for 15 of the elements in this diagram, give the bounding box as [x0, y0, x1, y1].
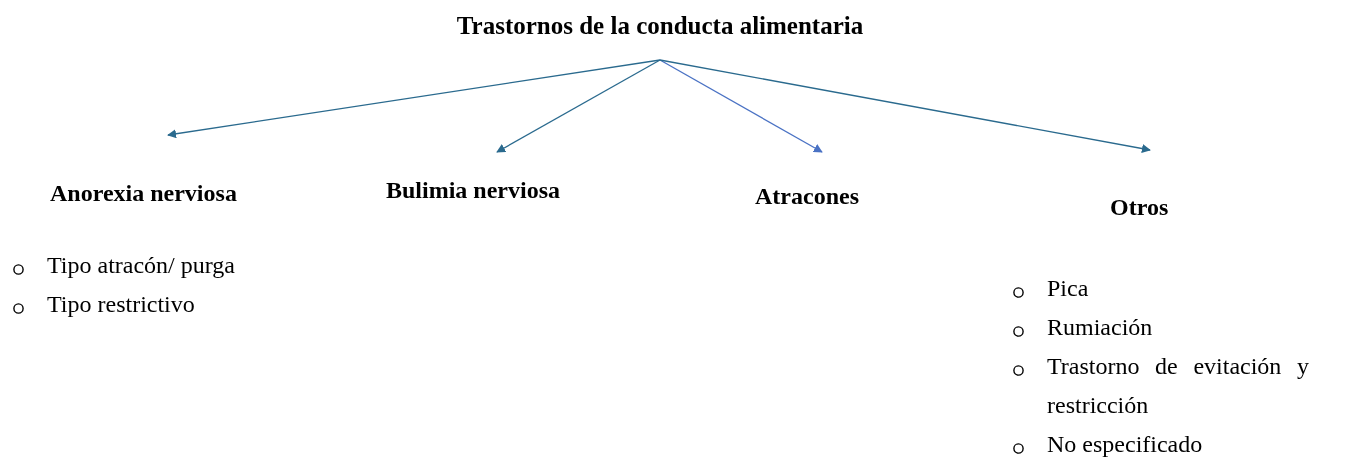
list-item: Tipo atracón/ purga	[47, 251, 236, 280]
category-heading: Otros	[1110, 193, 1169, 222]
category-heading: Atracones	[755, 182, 859, 211]
list-item: Pica	[1047, 274, 1090, 303]
list-item: Trastorno de evitación y restricción	[1047, 352, 1309, 420]
category-heading: Bulimia nerviosa	[386, 176, 560, 205]
arrow	[496, 59, 661, 153]
arrow	[167, 59, 661, 139]
title-text: Trastornos de la conducta alimentaria	[455, 11, 865, 41]
list-item: No especificado	[1047, 430, 1204, 459]
arrow	[659, 59, 1151, 153]
list-item: Rumiación	[1047, 313, 1154, 342]
arrow	[659, 59, 823, 153]
category-heading: Anorexia nerviosa	[50, 179, 237, 208]
list-item: Tipo restrictivo	[47, 290, 196, 319]
